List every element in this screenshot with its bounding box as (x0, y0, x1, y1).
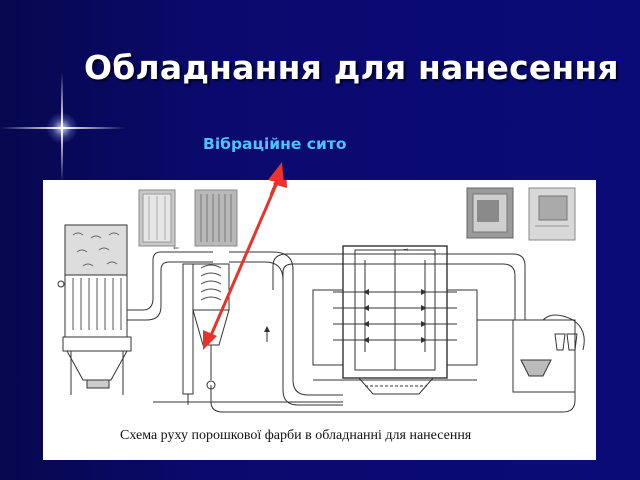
piping-bottom (153, 326, 576, 413)
process-diagram-panel: ⇐ (43, 166, 596, 460)
piping-top: ⇒ (272, 247, 526, 320)
powder-feeder-unit (477, 314, 585, 393)
powder-feeder-photos (466, 187, 576, 241)
svg-text:⇐: ⇐ (173, 245, 179, 252)
diagram-caption: Схема руху порошкової фарби в обладнанні… (120, 428, 472, 443)
filter-cartridge-photos (138, 189, 238, 247)
spray-booth (312, 245, 478, 395)
svg-text:⇒: ⇒ (403, 247, 409, 254)
vibrating-sieve-cyclone (182, 263, 230, 405)
piping-left: ⇐ (127, 245, 343, 406)
slide-title: Обладнання для нанесення (84, 48, 619, 87)
powder-flow-diagram: ⇐ (57, 166, 585, 413)
vibrating-sieve-label: Вібраційне сито (203, 135, 347, 153)
filter-unit (57, 224, 132, 395)
